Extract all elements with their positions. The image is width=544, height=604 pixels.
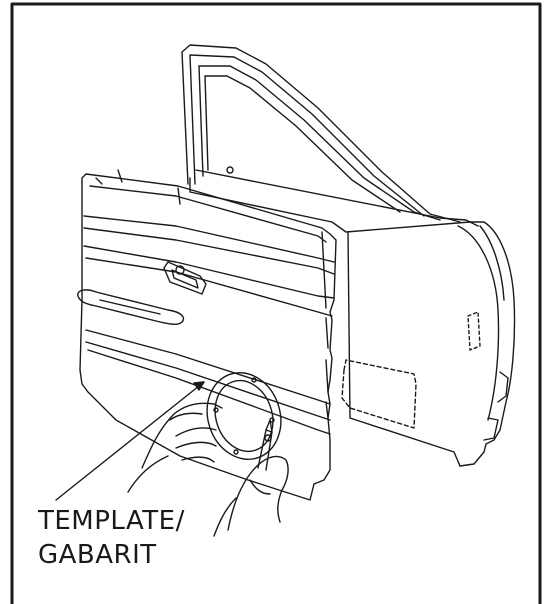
callout-label-template: TEMPLATE/ bbox=[38, 506, 185, 536]
left-hand bbox=[127, 402, 223, 493]
right-hand-with-marker bbox=[213, 419, 289, 537]
door-trim-panel bbox=[79, 169, 337, 501]
window-frame bbox=[181, 44, 461, 223]
callout-label-gabarit: GABARIT bbox=[38, 540, 157, 570]
door-shell bbox=[189, 166, 516, 467]
speaker-template bbox=[206, 372, 282, 460]
armrest bbox=[77, 289, 185, 325]
callout-leader bbox=[55, 381, 205, 501]
illustration-frame bbox=[10, 2, 542, 604]
door-handle-recess bbox=[163, 261, 207, 295]
